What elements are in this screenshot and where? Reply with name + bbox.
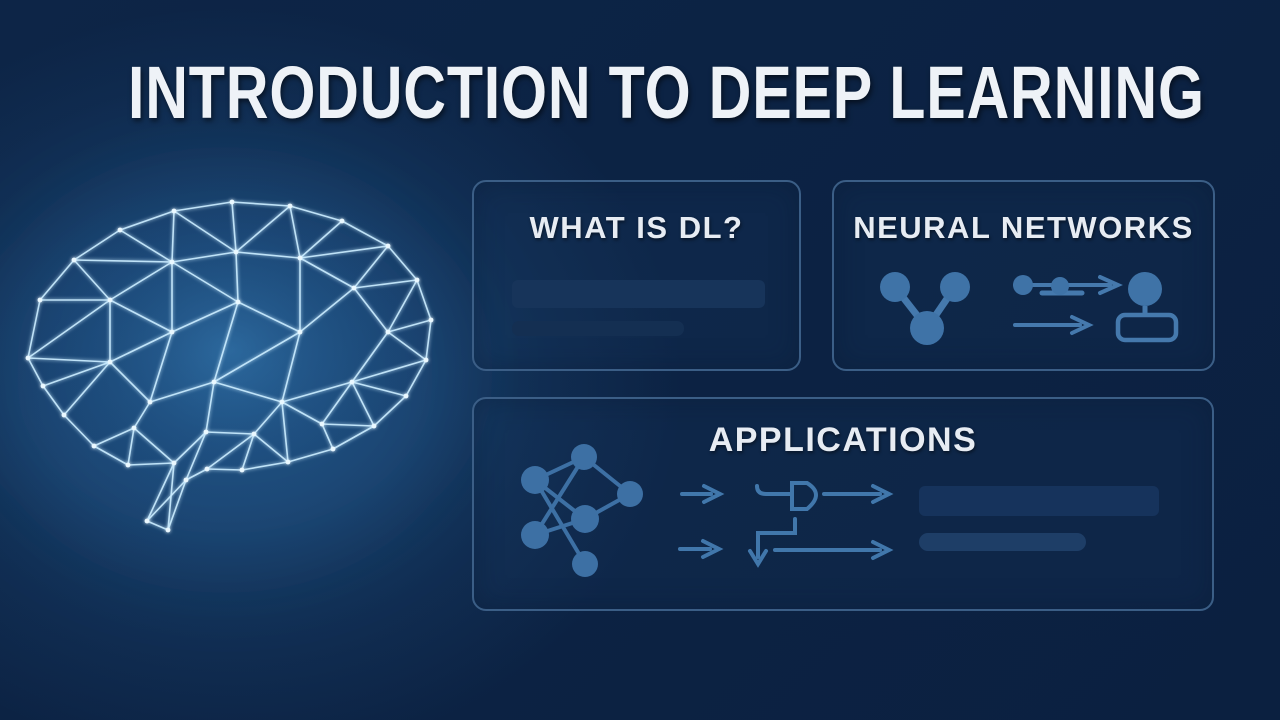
text-placeholder-bar (512, 280, 765, 308)
card-what-is-dl: WHAT IS DL? (472, 180, 801, 371)
network-graph-icon (521, 444, 643, 577)
card-neural-networks: NEURAL NETWORKS (832, 180, 1215, 371)
v-network-icon (880, 272, 970, 345)
branch-arrow-icon (748, 517, 894, 568)
text-placeholder-bar (919, 533, 1086, 551)
logic-gate-icon (755, 481, 894, 511)
output-node-icon (1115, 272, 1179, 343)
text-placeholder-bar (919, 486, 1159, 516)
flow-arrow-icon (1013, 275, 1123, 335)
neural-networks-glyphs (880, 272, 1179, 345)
card-applications-title: APPLICATIONS (708, 421, 978, 459)
applications-glyphs (521, 444, 1159, 577)
card-applications: APPLICATIONS (472, 397, 1214, 611)
card-what-is-dl-title: WHAT IS DL? (529, 210, 744, 245)
arrow-icon (678, 484, 725, 559)
slide-title: INTRODUCTION TO DEEP LEARNING (128, 51, 1205, 134)
text-placeholder-bar (512, 321, 684, 336)
card-neural-networks-title: NEURAL NETWORKS (853, 210, 1194, 245)
